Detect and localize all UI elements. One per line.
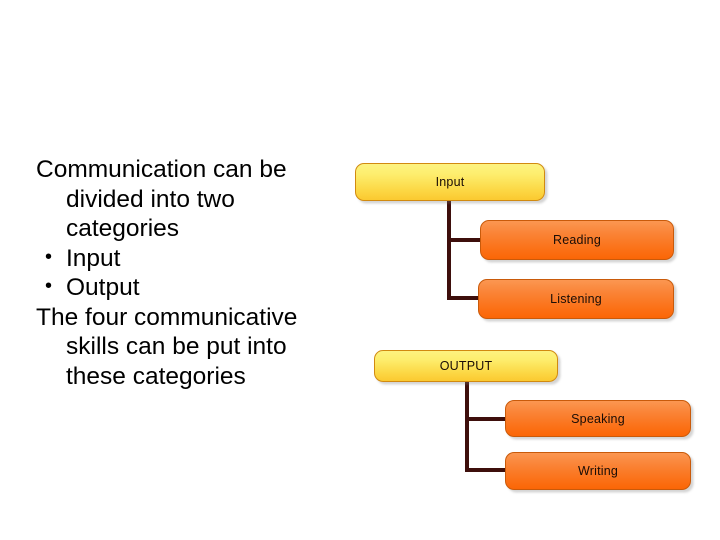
connector-branch-speaking	[465, 417, 507, 421]
paragraph-1-text: Communication can be divided into two ca…	[36, 156, 287, 242]
bullet-marker-icon: •	[45, 245, 53, 268]
node-input[interactable]: Input	[355, 163, 545, 201]
connector-branch-listening	[447, 296, 483, 300]
bullet-marker-icon: •	[45, 275, 53, 297]
connector-branch-writing	[465, 468, 507, 472]
node-label-reading: Reading	[553, 233, 601, 247]
node-speaking[interactable]: Speaking	[505, 400, 691, 437]
connector-branch-reading	[447, 238, 483, 242]
bullet-label-input: Input	[66, 244, 121, 272]
paragraph-2-text: The four communicative skills can be put…	[36, 303, 298, 390]
node-reading[interactable]: Reading	[480, 220, 674, 260]
bullet-item-output: • Output	[36, 273, 336, 303]
node-label-listening: Listening	[550, 292, 602, 306]
text-content-block: Communication can be divided into two ca…	[36, 155, 336, 391]
node-listening[interactable]: Listening	[478, 279, 674, 319]
paragraph-communication-categories: Communication can be divided into two ca…	[36, 155, 336, 244]
paragraph-four-skills: The four communicative skills can be put…	[36, 303, 336, 392]
node-label-writing: Writing	[577, 464, 619, 478]
node-output[interactable]: OUTPUT	[374, 350, 558, 382]
connector-trunk-output	[465, 380, 469, 472]
connector-trunk-input	[447, 200, 451, 300]
bullet-item-input: • Input	[36, 244, 336, 274]
node-label-input: Input	[435, 175, 465, 189]
bullet-label-output: Output	[66, 274, 140, 301]
node-writing[interactable]: Writing	[505, 452, 691, 490]
node-label-output: OUTPUT	[439, 359, 493, 373]
node-label-speaking: Speaking	[571, 411, 625, 426]
